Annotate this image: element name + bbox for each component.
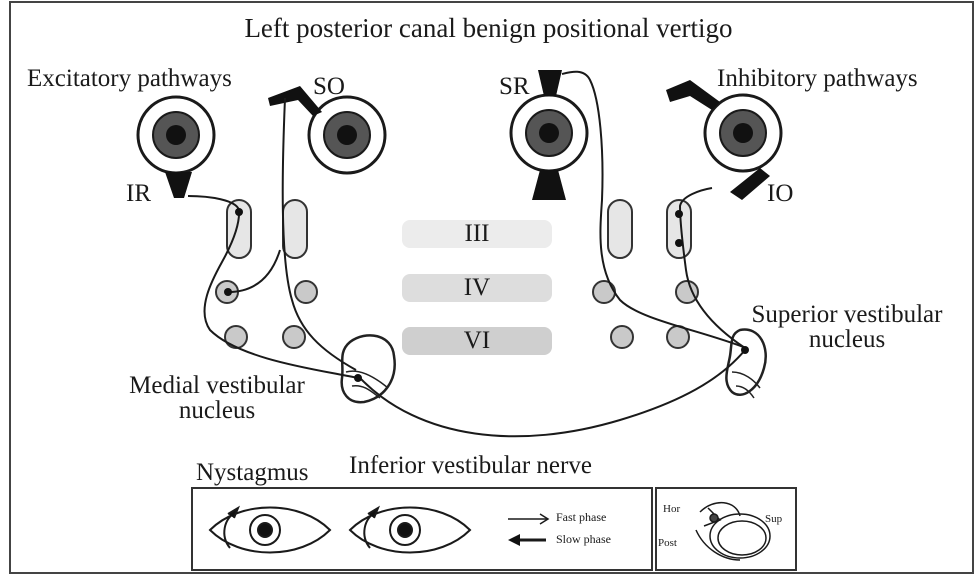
canal-sup-label: Sup: [765, 514, 782, 526]
so-label: SO: [313, 74, 345, 100]
muscle-io: [666, 80, 720, 110]
canal-post-label: Post: [658, 538, 677, 550]
canal-hor-label: Hor: [663, 504, 680, 516]
left-iv-circle-2: [295, 281, 317, 303]
left-vi-circle-2: [283, 326, 305, 348]
superior-vestibular-label-line2: nucleus: [722, 327, 972, 353]
nystagmus-eye-1: [210, 508, 330, 553]
nucleus-vi-label: VI: [402, 327, 552, 355]
io-label: IO: [767, 181, 793, 207]
medial-vestibular-nucleus: [342, 335, 395, 402]
right-iv-circle-1: [593, 281, 615, 303]
excitatory-path-ir: [188, 196, 358, 378]
muscle-ir: [165, 172, 192, 198]
legend-fast-label: Fast phase: [556, 511, 606, 524]
medial-vestibular-label-line2: nucleus: [107, 398, 327, 424]
right-eye-2: [705, 95, 781, 171]
muscle-sr-lower: [532, 170, 566, 200]
inhibitory-pathways-label: Inhibitory pathways: [717, 66, 918, 92]
legend-slow-arrow: [508, 534, 546, 546]
nucleus-iv-label: IV: [402, 274, 552, 302]
left-eye-1: [138, 97, 214, 173]
left-pill-2: [283, 200, 307, 258]
right-pill-1: [608, 200, 632, 258]
legend-fast-arrow: [508, 514, 548, 524]
muscle-io-lower: [730, 168, 770, 200]
right-vi-circle-1: [611, 326, 633, 348]
superior-vestibular-label-line1: Superior vestibular: [722, 302, 972, 328]
right-pill-2: [667, 200, 691, 258]
left-vi-circle-1: [225, 326, 247, 348]
right-iv-circle-2: [676, 281, 698, 303]
left-eye-2: [309, 97, 385, 173]
canal-inset-drawing: [696, 503, 770, 560]
diagram-title: Left posterior canal benign positional v…: [0, 14, 977, 42]
inferior-vestibular-nerve-label: Inferior vestibular nerve: [349, 453, 592, 479]
muscle-sr: [538, 70, 562, 96]
sr-label: SR: [499, 74, 530, 100]
excitatory-pathways-label: Excitatory pathways: [27, 66, 232, 92]
nystagmus-label: Nystagmus: [196, 460, 309, 486]
inferior-vestibular-nerve-line: [360, 350, 745, 436]
nucleus-iii-label: III: [402, 220, 552, 248]
ir-label: IR: [126, 181, 151, 207]
medial-vestibular-label-line1: Medial vestibular: [107, 373, 327, 399]
right-eye-1: [511, 95, 587, 171]
legend-slow-label: Slow phase: [556, 533, 611, 546]
nystagmus-eye-2: [350, 508, 470, 553]
